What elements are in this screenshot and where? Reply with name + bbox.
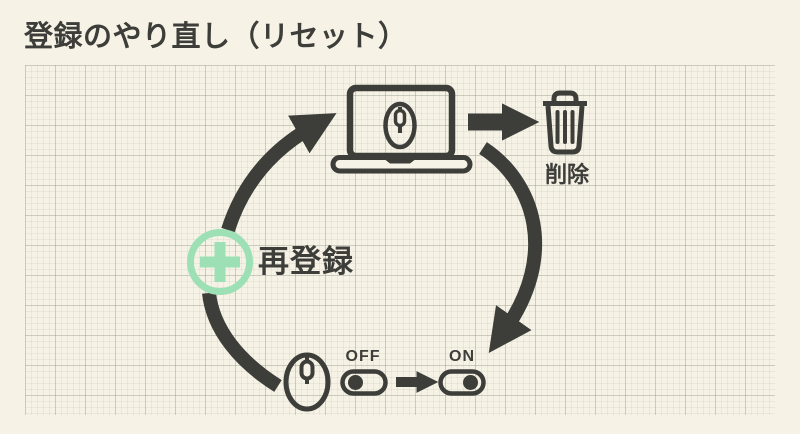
laptop-icon — [330, 84, 473, 174]
mouse-icon — [283, 352, 331, 412]
toggle-on-icon — [438, 369, 486, 396]
on-label: ON — [449, 348, 475, 365]
delete-label: 削除 — [544, 162, 589, 187]
toggle-off-icon — [340, 369, 388, 396]
plus-circle-icon — [187, 229, 253, 295]
trash-icon — [543, 90, 587, 155]
slide-title: 登録のやり直し（リセット） — [24, 21, 408, 53]
off-label: OFF — [345, 348, 381, 365]
mouse-on-screen-icon — [383, 101, 417, 150]
curved-arrow-down-icon — [479, 142, 543, 354]
reregister-label: 再登録 — [258, 244, 354, 279]
curved-arrow-up-icon — [202, 113, 337, 392]
